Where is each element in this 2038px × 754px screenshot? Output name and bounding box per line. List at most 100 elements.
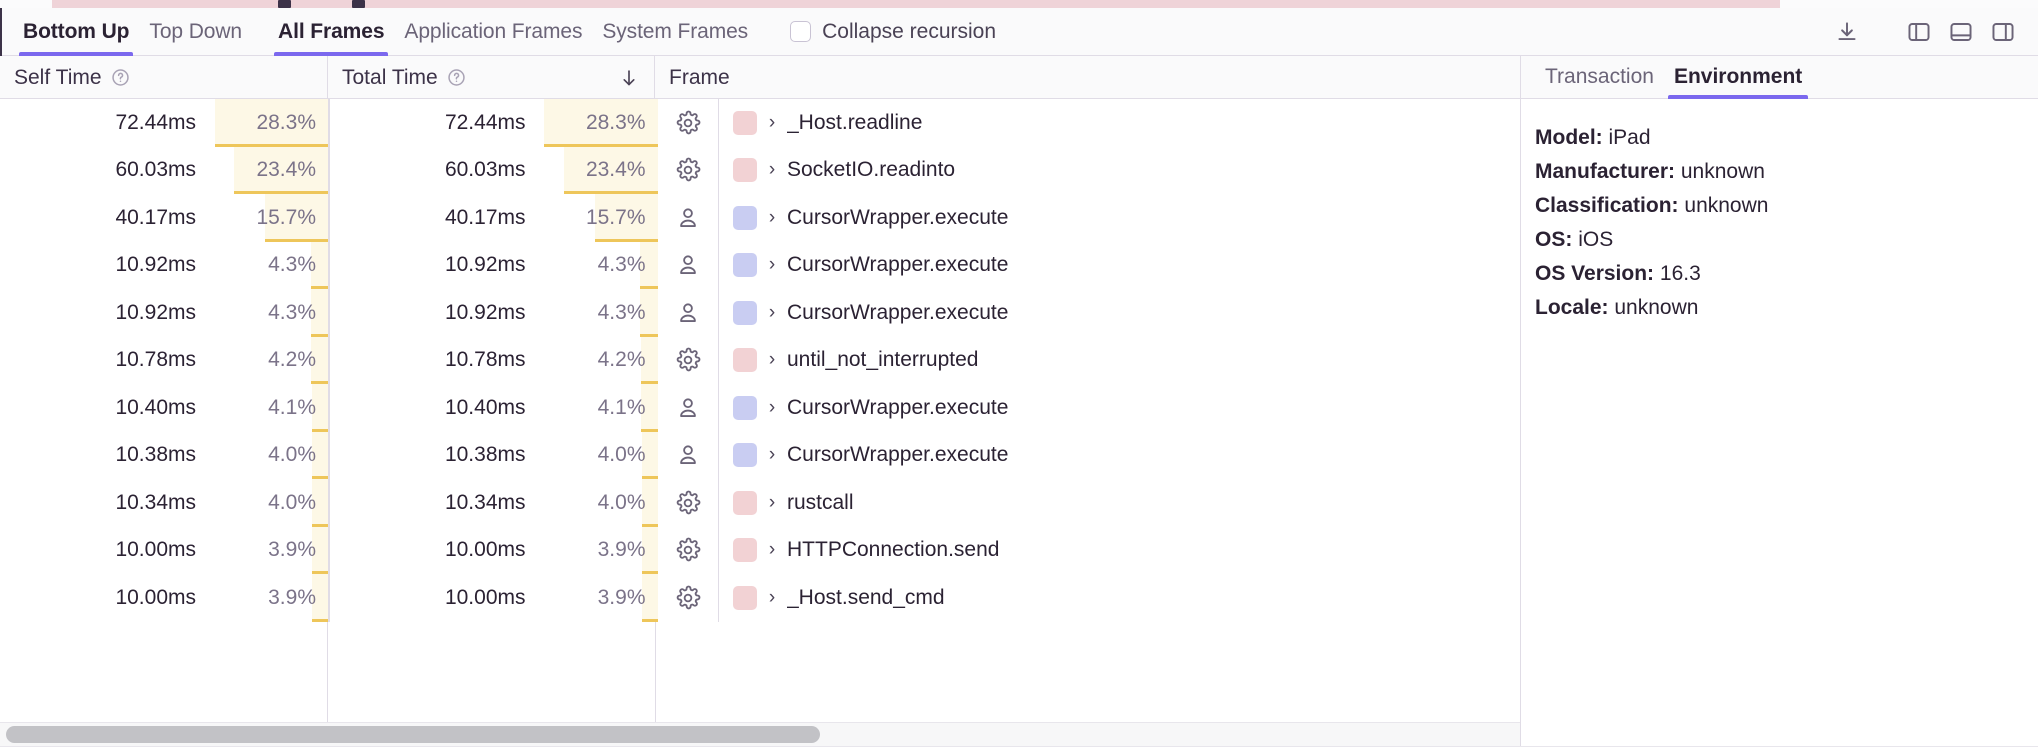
gear-icon[interactable] (658, 99, 718, 147)
frame-cell[interactable]: ›CursorWrapper.execute (719, 289, 1520, 337)
percent-bar-underline (311, 428, 328, 432)
flamegraph-strip-cutoff (0, 0, 2038, 8)
tab-environment[interactable]: Environment (1666, 56, 1810, 99)
column-header-self-time-label: Self Time (14, 65, 102, 89)
sort-descending-icon[interactable] (618, 66, 640, 90)
tab-top-down[interactable]: Top Down (139, 8, 252, 56)
environment-value: unknown (1680, 160, 1765, 183)
frame-cell[interactable]: ›rustcall (719, 479, 1520, 527)
percent-cell-total: 4.3% (538, 289, 658, 337)
gear-icon[interactable] (658, 479, 718, 527)
expand-chevron-icon[interactable]: › (768, 301, 776, 323)
download-icon[interactable] (1830, 15, 1864, 49)
frame-cell[interactable]: ›CursorWrapper.execute (719, 384, 1520, 432)
panel-bottom-icon[interactable] (1944, 15, 1978, 49)
column-divider (717, 241, 719, 289)
environment-key: Manufacturer: (1535, 160, 1676, 183)
frame-color-swatch (733, 158, 757, 183)
help-circle-icon[interactable] (111, 68, 130, 87)
frame-cell[interactable]: ›_Host.send_cmd (719, 574, 1520, 622)
percent-bar-underline (640, 286, 658, 289)
tab-transaction[interactable]: Transaction (1537, 56, 1662, 99)
percent-bar-underline (312, 476, 328, 479)
person-icon[interactable] (658, 194, 718, 242)
column-divider (717, 194, 719, 242)
person-icon[interactable] (658, 242, 718, 290)
percent-bar-fill (640, 289, 658, 337)
expand-chevron-icon[interactable]: › (768, 444, 776, 466)
percent-bar-fill (312, 479, 328, 527)
tab-application-frames-label: Application Frames (404, 19, 583, 43)
horizontal-scrollbar[interactable] (0, 722, 1520, 746)
percent-bar-fill (641, 526, 658, 574)
gear-icon[interactable] (658, 527, 718, 575)
frame-cell[interactable]: ›SocketIO.readinto (719, 147, 1520, 195)
frame-cell[interactable]: ›HTTPConnection.send (719, 527, 1520, 575)
tab-system-frames[interactable]: System Frames (592, 8, 758, 56)
expand-chevron-icon[interactable]: › (768, 111, 776, 133)
view-toolbar: Bottom Up Top Down All Frames Applicatio… (0, 8, 2038, 56)
percent-bar-underline (265, 238, 328, 242)
gear-icon[interactable] (658, 574, 718, 622)
tab-system-frames-label: System Frames (602, 19, 749, 43)
percent-value: 15.7% (585, 205, 646, 229)
frame-cell[interactable]: ›_Host.readline (719, 99, 1520, 147)
percent-bar-underline (641, 571, 658, 574)
column-divider (328, 384, 330, 432)
person-icon[interactable] (658, 384, 718, 432)
column-header-total-time[interactable]: Total Time (328, 56, 655, 99)
expand-chevron-icon[interactable]: › (768, 254, 776, 276)
environment-row: OS: iOS (1535, 223, 2038, 257)
tab-bottom-up[interactable]: Bottom Up (13, 8, 139, 56)
person-icon[interactable] (658, 289, 718, 337)
gear-icon[interactable] (658, 147, 718, 195)
help-circle-icon[interactable] (447, 68, 466, 87)
panel-right-icon[interactable] (1986, 15, 2020, 49)
collapse-recursion-checkbox[interactable] (790, 21, 812, 42)
expand-chevron-icon[interactable]: › (768, 396, 776, 418)
collapse-recursion-control[interactable]: Collapse recursion (790, 20, 996, 44)
frame-cell[interactable]: ›CursorWrapper.execute (719, 194, 1520, 242)
expand-chevron-icon[interactable]: › (768, 349, 776, 371)
expand-chevron-icon[interactable]: › (768, 586, 776, 608)
expand-chevron-icon[interactable]: › (768, 491, 776, 513)
column-divider (328, 194, 330, 242)
horizontal-scrollbar-thumb[interactable] (6, 726, 821, 743)
frame-name: CursorWrapper.execute (787, 443, 1009, 467)
panel-left-icon[interactable] (1902, 15, 1936, 49)
percent-bar-fill (310, 289, 328, 337)
tab-application-frames[interactable]: Application Frames (394, 8, 592, 56)
gear-icon[interactable] (658, 337, 718, 385)
total-time-value: 10.34ms (444, 490, 526, 514)
environment-row: Locale: unknown (1535, 291, 2038, 325)
expand-chevron-icon[interactable]: › (768, 539, 776, 561)
frame-cell[interactable]: › CursorWrapper.execute (719, 432, 1520, 480)
column-header-frame[interactable]: Frame (655, 56, 1520, 99)
environment-row: Model: iPad (1535, 121, 2038, 155)
percent-bar-underline (311, 381, 328, 384)
frame-cell[interactable]: ›until_not_interrupted (719, 337, 1520, 385)
expand-chevron-icon[interactable]: › (768, 159, 776, 181)
tab-all-frames[interactable]: All Frames (268, 8, 394, 56)
frame-cell[interactable]: ›CursorWrapper.execute (719, 242, 1520, 290)
column-header-self-time[interactable]: Self Time (0, 56, 328, 99)
expand-chevron-icon[interactable]: › (768, 206, 776, 228)
percent-value: 15.7% (256, 205, 316, 229)
person-icon[interactable] (658, 432, 718, 480)
